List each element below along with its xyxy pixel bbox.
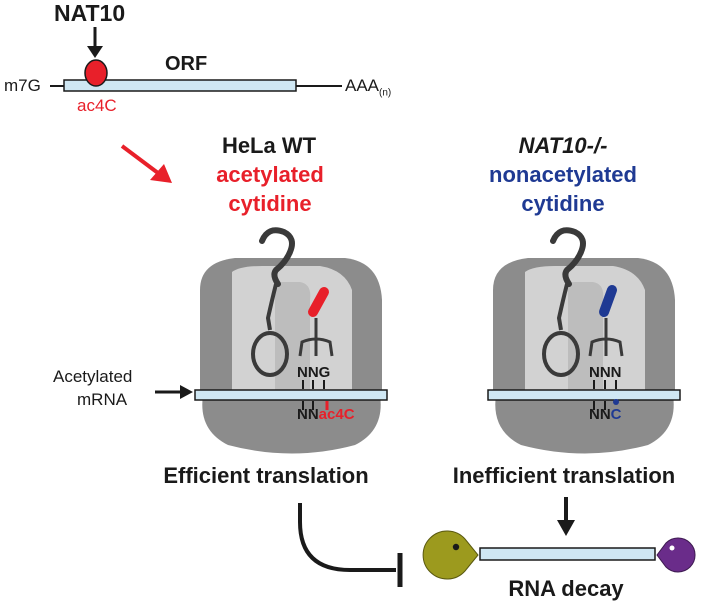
mrna-pointer-arrow xyxy=(155,385,193,399)
acetyl-mark-left xyxy=(308,287,329,317)
right-nonacetylated-label: nonacetylated xyxy=(489,162,637,187)
left-ribosome-icon xyxy=(200,258,382,454)
left-trna-icon xyxy=(251,227,295,377)
right-ribosome-icon xyxy=(493,258,675,454)
rna-decay-label: RNA decay xyxy=(508,576,624,601)
nat10-arrowhead xyxy=(87,46,103,58)
inefficient-translation-label: Inefficient translation xyxy=(452,463,676,488)
polya-text: AAA xyxy=(345,76,380,95)
ac4c-top-label: ac4C xyxy=(77,96,117,115)
right-codon-nn: NN xyxy=(589,406,611,423)
left-aminoacyl-trna-icon xyxy=(298,287,334,357)
left-anticodon: NNG xyxy=(297,364,331,381)
left-condition-title: HeLa WT xyxy=(221,133,317,158)
right-codon: NNC xyxy=(589,406,622,423)
right-cytidine-label: cytidine xyxy=(521,191,605,216)
right-codon-c: C xyxy=(610,406,622,423)
efficient-translation-label: Efficient translation xyxy=(163,463,369,488)
left-mrna-bar xyxy=(194,380,388,410)
right-aminoacyl-trna-icon xyxy=(588,285,624,357)
nonacetyl-mark-right xyxy=(599,285,617,317)
left-codon-nn: NN xyxy=(297,406,319,423)
decay-mrna-bar xyxy=(479,547,656,561)
right-anticodon: NNN xyxy=(589,364,622,381)
ac4c-site-icon xyxy=(84,59,108,87)
red-curved-arrow xyxy=(120,144,172,183)
left-codon: NNac4C xyxy=(297,406,355,423)
inhibition-arrow-icon xyxy=(298,503,403,587)
decay-arrow xyxy=(557,497,575,536)
acetylated-mrna-label-2: mRNA xyxy=(77,390,128,409)
polya-label: AAA(n) xyxy=(345,76,391,98)
nat10-label: NAT10 xyxy=(54,0,126,26)
left-cytidine-label: cytidine xyxy=(228,191,312,216)
right-condition-title: NAT10-/- xyxy=(518,133,608,158)
polya-subscript: (n) xyxy=(379,87,392,99)
pacman-exonuclease-icon xyxy=(422,530,479,580)
cap-label: m7G xyxy=(4,76,41,95)
top-mrna-schematic xyxy=(50,27,342,92)
right-mrna-bar xyxy=(487,380,681,410)
left-acetylated-label: acetylated xyxy=(216,162,324,187)
orf-label: ORF xyxy=(165,53,208,75)
pacman-exonuclease-icon-right xyxy=(656,537,696,573)
right-trna-icon xyxy=(542,227,586,377)
left-codon-ac4c: ac4C xyxy=(318,406,355,423)
acetylated-mrna-label-1: Acetylated xyxy=(53,367,133,386)
